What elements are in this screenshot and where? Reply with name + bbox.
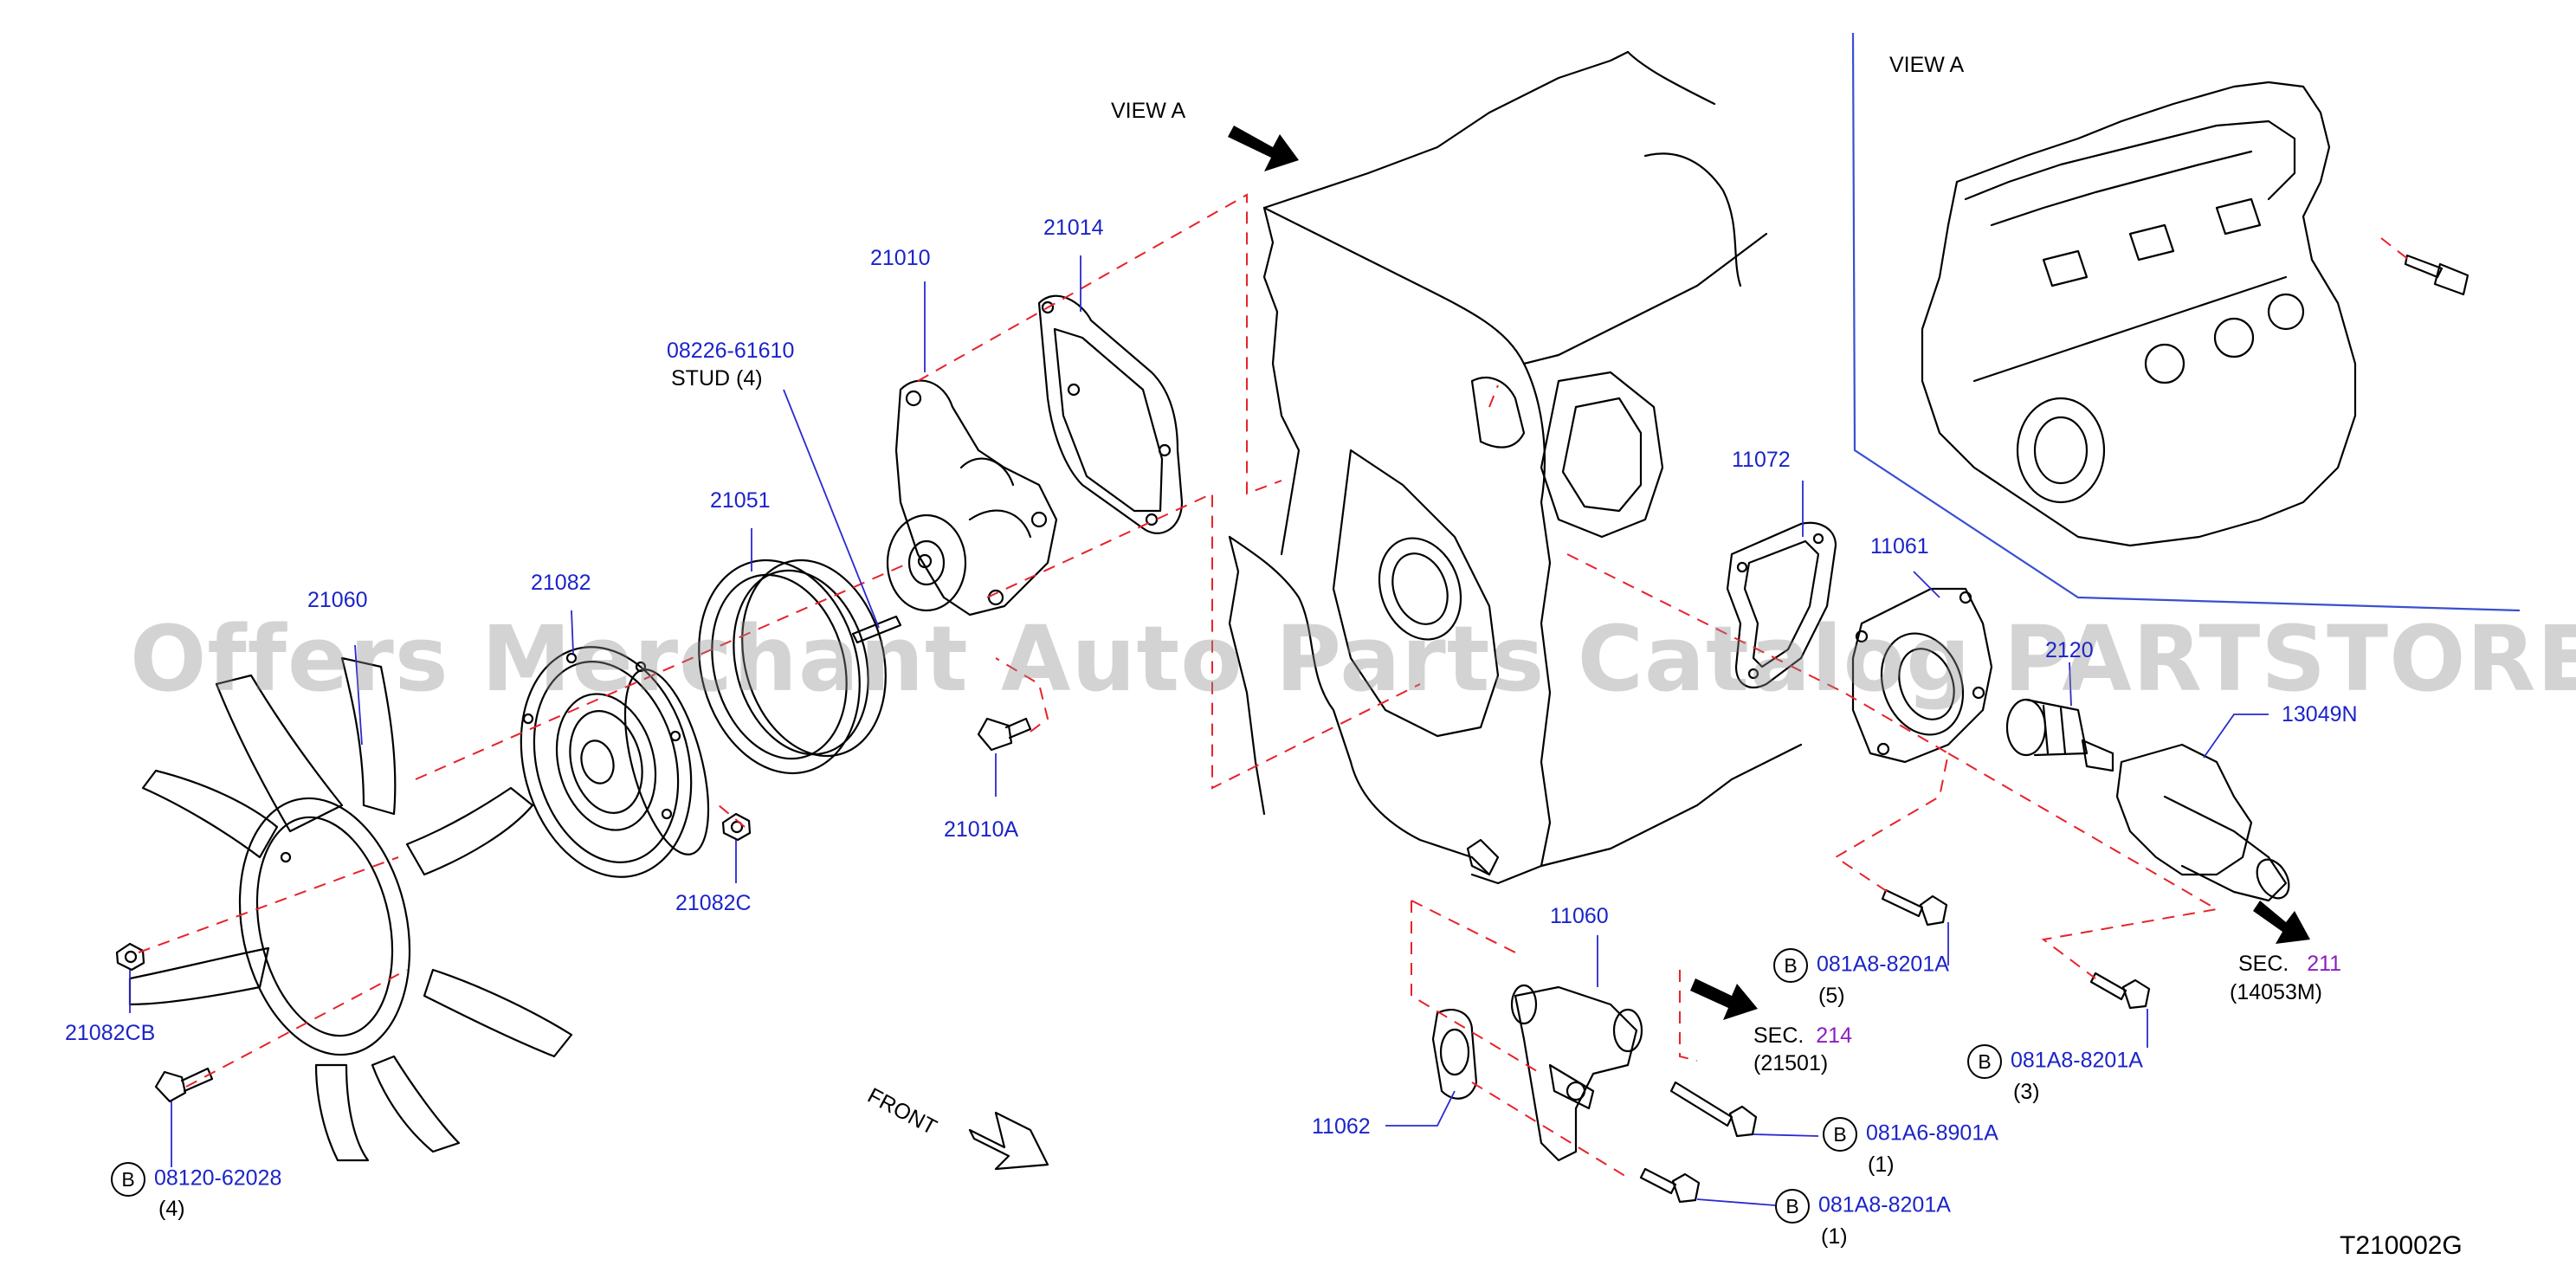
b-circle: B [1773,948,1808,983]
label-21010A[interactable]: 21010A [944,817,1019,842]
label-bolt-081A8-5[interactable]: B 081A8-8201A [1773,948,1949,983]
pn-081A8-3: 081A8-8201A [2011,1048,2143,1073]
sec-211-link[interactable]: SEC. 211 [2238,952,2341,975]
gasket-11062 [1431,1009,1478,1100]
qty-08120: (4) [158,1197,185,1221]
pn-081A8-5: 081A8-8201A [1817,952,1949,977]
b-circle: B [1967,1044,2002,1079]
label-21082CB[interactable]: 21082CB [65,1021,156,1045]
water-outlet-13049N [2115,743,2290,902]
sec-214-label: SEC. [1753,1023,1804,1048]
pn-081A8-1: 081A8-8201A [1818,1192,1951,1217]
water-inlet-11060 [1510,984,1643,1162]
fan-clutch-21082 [520,646,710,878]
bolts [115,254,2469,1204]
sec-211-sub: (14053M) [2230,980,2322,1004]
qty-081A8-1: (1) [1821,1224,1848,1249]
label-2120[interactable]: 2120 [2045,638,2094,662]
solid-arrows [1228,126,2310,1020]
view-a-inset-label: VIEW A [1889,53,1965,77]
inset-engine [1921,81,2357,547]
stud-08226 [851,615,902,644]
thermostat-2120 [2005,698,2114,772]
qty-081A6-8901A: (1) [1868,1153,1895,1177]
water-pump-21010 [886,379,1058,617]
diagram-code: T210002G [2340,1231,2463,1260]
label-11062[interactable]: 11062 [1312,1114,1371,1139]
b-circle: B [111,1162,145,1197]
gasket-21014 [1037,294,1184,534]
sec-211-label: SEC. [2238,952,2289,976]
sec-214-link[interactable]: SEC. 214 [1753,1024,1852,1047]
label-21010[interactable]: 21010 [870,246,931,270]
label-stud: STUD (4) [671,366,763,391]
qty-081A8-5: (5) [1818,984,1845,1008]
leader-lines [129,255,2269,1206]
pn-081A6-8901A: 081A6-8901A [1866,1120,1998,1146]
engine-block [1228,50,1803,885]
label-11072[interactable]: 11072 [1732,448,1791,472]
view-a-label: VIEW A [1111,99,1186,123]
front-arrow [968,1111,1049,1171]
label-11061[interactable]: 11061 [1870,534,1929,559]
label-11060[interactable]: 11060 [1550,904,1609,928]
sec-214-num: 214 [1816,1023,1852,1048]
label-21014[interactable]: 21014 [1043,216,1104,240]
label-bolt-081A8-3[interactable]: B 081A8-8201A [1967,1044,2143,1079]
label-bolt-081A6-8901A[interactable]: B 081A6-8901A [1823,1117,1998,1152]
label-13049N[interactable]: 13049N [2282,702,2358,726]
label-21051[interactable]: 21051 [710,488,771,513]
pn-08120-62028: 08120-62028 [154,1166,282,1191]
label-08120-62028[interactable]: B 08120-62028 [111,1162,281,1197]
watermark: Offers Merchant Auto Parts Catalog PARTS… [130,606,2576,712]
b-circle: B [1823,1117,1857,1152]
thermostat-housing-11061 [1851,587,1993,764]
b-circle: B [1775,1189,1810,1224]
label-bolt-081A8-1[interactable]: B 081A8-8201A [1775,1189,1951,1224]
label-21082C[interactable]: 21082C [675,891,752,915]
dash-lines [138,193,2410,1178]
sec-214-sub: (21501) [1753,1051,1829,1075]
inset-frame [1851,32,2521,612]
label-21082[interactable]: 21082 [531,571,591,595]
label-08226-61610[interactable]: 08226-61610 [667,339,795,363]
qty-081A8-3: (3) [2013,1080,2040,1104]
sec-211-num: 211 [2307,952,2342,976]
label-21060[interactable]: 21060 [307,588,368,612]
